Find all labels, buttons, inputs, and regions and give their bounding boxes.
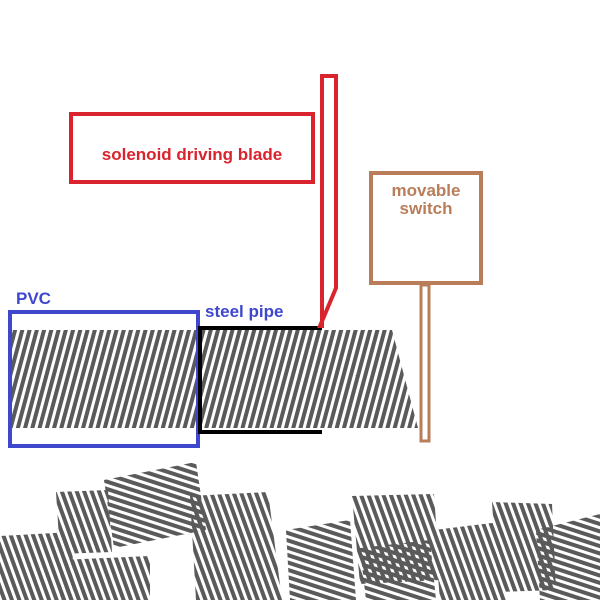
movable-switch-stem <box>419 283 431 443</box>
steel-pipe-outline <box>198 326 322 434</box>
movable-switch-box <box>369 171 483 285</box>
solenoid-label-box <box>69 112 315 184</box>
pvc-label: PVC <box>16 289 51 308</box>
hatched-pipe <box>12 330 418 428</box>
hatched-rubble <box>0 462 600 600</box>
solenoid-label: solenoid driving blade <box>102 145 282 164</box>
movable-switch-label-line1: movable <box>392 181 461 200</box>
movable-switch-label-line2: switch <box>400 199 453 218</box>
solenoid-blade <box>316 74 338 328</box>
steel-pipe-label: steel pipe <box>205 302 283 321</box>
